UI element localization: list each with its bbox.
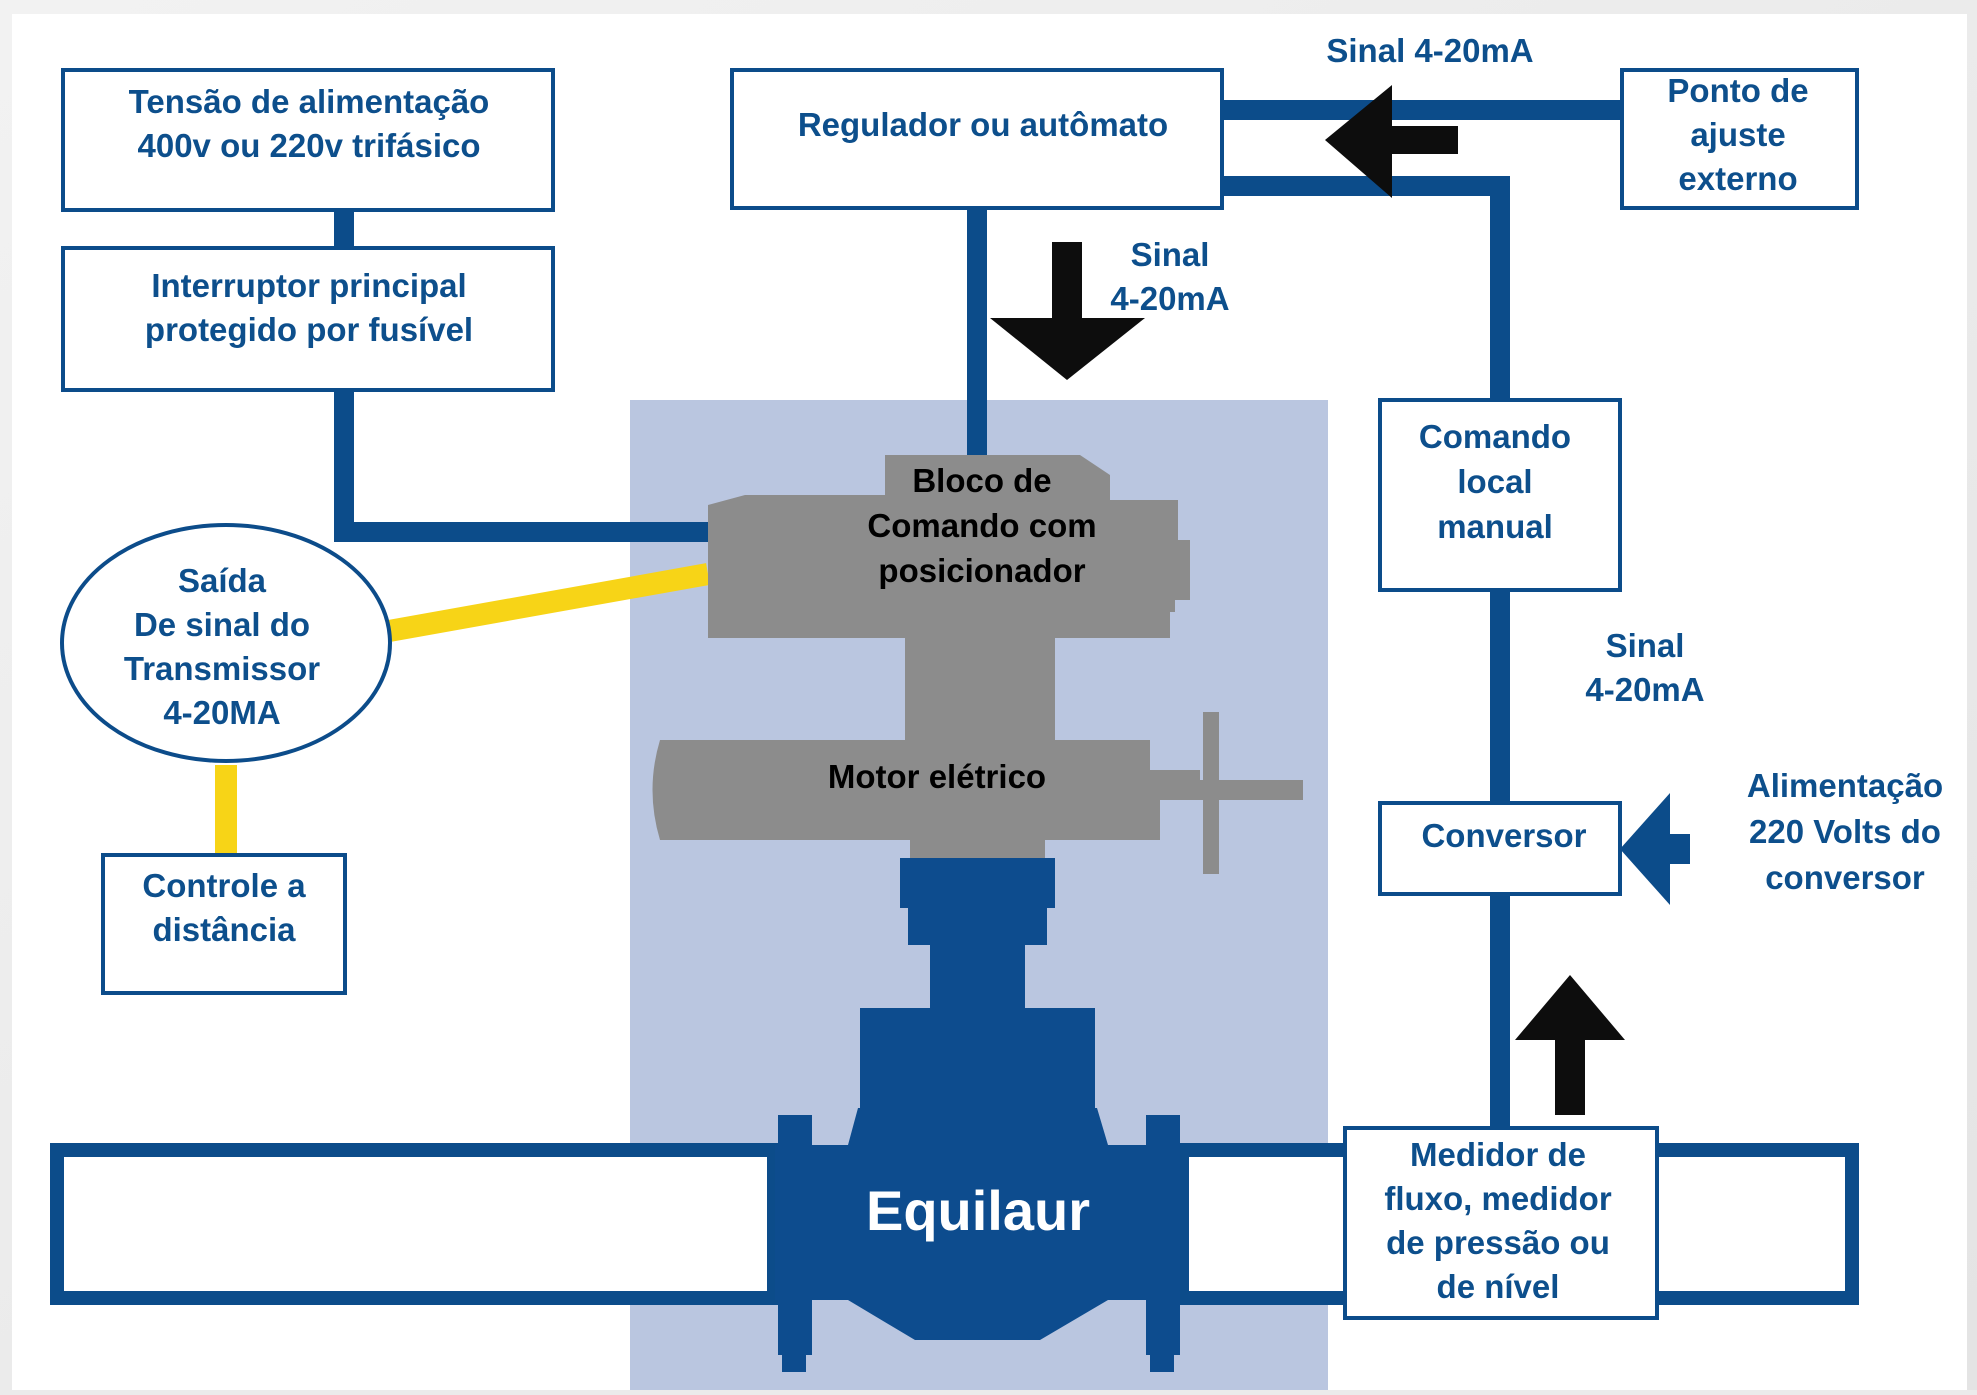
- control-block-text-line: Bloco de: [912, 462, 1051, 499]
- transmitter-text-line: De sinal do: [134, 606, 310, 643]
- meter-text-line: de nível: [1437, 1268, 1560, 1305]
- actuator: [652, 455, 1303, 874]
- remote-control-box: [101, 853, 347, 995]
- arrow-down-head: [990, 318, 1145, 380]
- converter-power-text-line: conversor: [1765, 859, 1925, 896]
- local-command-box: [1378, 398, 1622, 592]
- setpoint-text: Ponto de ajuste externo: [1667, 72, 1808, 197]
- signal-right-text-line: 4-20mA: [1585, 671, 1704, 708]
- regulator-text-line: Regulador ou autômato: [798, 106, 1168, 143]
- converter-box: [1378, 801, 1622, 896]
- remote-control-text-line: distância: [152, 911, 296, 948]
- meter-text-line: de pressão ou: [1386, 1224, 1610, 1261]
- remote-control-text: Controle a distância: [142, 867, 306, 948]
- converter-power-text-line: Alimentação: [1747, 767, 1943, 804]
- motor-body: [652, 740, 1160, 858]
- regulator-text: Regulador ou autômato: [798, 106, 1168, 143]
- meter-text-line: fluxo, medidor: [1384, 1180, 1612, 1217]
- valve-flange-right: [1146, 1115, 1180, 1355]
- converter-text: Conversor: [1421, 817, 1586, 854]
- local-command-text-line: Comando: [1419, 418, 1571, 455]
- meter-text: Medidor de fluxo, medidor de pressão ou de …: [1384, 1136, 1612, 1305]
- handwheel-shaft: [1165, 780, 1205, 798]
- pipe-left: [50, 1143, 781, 1305]
- transmitter-text-line: 4-20MA: [163, 694, 280, 731]
- brand-label: Equilaur: [866, 1179, 1090, 1242]
- signal-top-text-line: Sinal 4-20mA: [1326, 32, 1533, 69]
- arrow-up-shaft: [1555, 1038, 1585, 1115]
- main-switch-box: [61, 246, 555, 392]
- arrow-left-shaft: [1390, 126, 1458, 154]
- control-block-text-line: posicionador: [878, 552, 1085, 589]
- converter-power-text: Alimentação 220 Volts do conversor: [1747, 767, 1943, 896]
- control-block-text: Bloco de Comando com posicionador: [867, 462, 1096, 589]
- line-regulator-to-local-command: [1222, 176, 1510, 400]
- arrow-left-icon: [1325, 85, 1458, 198]
- power-arrow-left-icon: [1620, 793, 1690, 905]
- handwheel-rim: [1203, 712, 1219, 874]
- main-switch-text: Interruptor principal protegido por fusív…: [145, 267, 473, 348]
- control-block-lower: [708, 608, 1170, 638]
- signal-top-text: Sinal 4-20mA: [1326, 32, 1533, 69]
- power-supply-text-line: 400v ou 220v trifásico: [137, 127, 480, 164]
- power-supply-box: [61, 68, 555, 212]
- actuator-housing: [905, 660, 1055, 740]
- transmitter-text-line: Saída: [178, 562, 267, 599]
- transmitter-text-line: Transmissor: [124, 650, 320, 687]
- text-layer: Tensão de alimentação 400v ou 220v trifás…: [124, 32, 1943, 1305]
- power-arrow-head: [1620, 793, 1670, 905]
- setpoint-text-line: externo: [1678, 160, 1797, 197]
- signal-mid-text-line: 4-20mA: [1110, 280, 1229, 317]
- signal-mid-text-line: Sinal: [1131, 236, 1210, 273]
- signal-mid-text: Sinal 4-20mA: [1110, 236, 1229, 317]
- main-switch-text-line: Interruptor principal: [151, 267, 466, 304]
- transmitter-lines: [215, 563, 710, 855]
- regulator-box: [730, 68, 1224, 210]
- setpoint-text-line: Ponto de: [1667, 72, 1808, 109]
- line-actuator-to-transmitter: [376, 563, 710, 644]
- line-switch-to-actuator: [334, 390, 708, 542]
- valve-body: [775, 858, 1180, 1372]
- meter-box: [1343, 1126, 1659, 1320]
- signal-right-text: Sinal 4-20mA: [1585, 627, 1704, 708]
- valve-bottom-right: [1150, 1352, 1174, 1372]
- motor-text-line: Motor elétrico: [828, 758, 1046, 795]
- local-command-text-line: manual: [1437, 508, 1553, 545]
- local-command-text-line: local: [1457, 463, 1532, 500]
- arrow-up-icon: [1515, 975, 1625, 1115]
- arrow-down-shaft: [1052, 242, 1082, 320]
- valve-bottom-left: [782, 1352, 806, 1372]
- converter-power-text-line: 220 Volts do: [1749, 813, 1941, 850]
- boxes: [61, 68, 1859, 1320]
- handwheel-spoke: [1200, 780, 1303, 800]
- motor-text: Motor elétrico: [828, 758, 1046, 795]
- transmitter-text: Saída De sinal do Transmissor 4-20MA: [124, 562, 320, 731]
- remote-control-text-line: Controle a: [142, 867, 306, 904]
- signal-right-text-line: Sinal: [1606, 627, 1685, 664]
- valve-bonnet: [860, 1008, 1095, 1116]
- arrow-down-icon: [990, 242, 1145, 380]
- transmitter-ellipse: [60, 523, 392, 763]
- control-block-top: [708, 455, 1190, 612]
- setpoint-text-line: ajuste: [1690, 116, 1785, 153]
- meter-text-line: Medidor de: [1410, 1136, 1586, 1173]
- signal-lines: [334, 100, 1622, 1128]
- power-supply-text-line: Tensão de alimentação: [129, 83, 490, 120]
- arrow-up-head: [1515, 975, 1625, 1040]
- converter-text-line: Conversor: [1421, 817, 1586, 854]
- valve-neck: [930, 935, 1025, 1015]
- power-supply-text: Tensão de alimentação 400v ou 220v trifás…: [129, 83, 490, 164]
- control-block-text-line: Comando com: [867, 507, 1096, 544]
- valve-main-body: [775, 1108, 1180, 1340]
- setpoint-box: [1620, 68, 1859, 210]
- power-arrow-shaft: [1668, 834, 1690, 864]
- main-switch-text-line: protegido por fusível: [145, 311, 473, 348]
- valve-stem-flange: [900, 858, 1055, 908]
- arrow-left-head: [1325, 85, 1392, 198]
- local-command-text: Comando local manual: [1419, 418, 1571, 545]
- valve-flange-left: [778, 1115, 812, 1355]
